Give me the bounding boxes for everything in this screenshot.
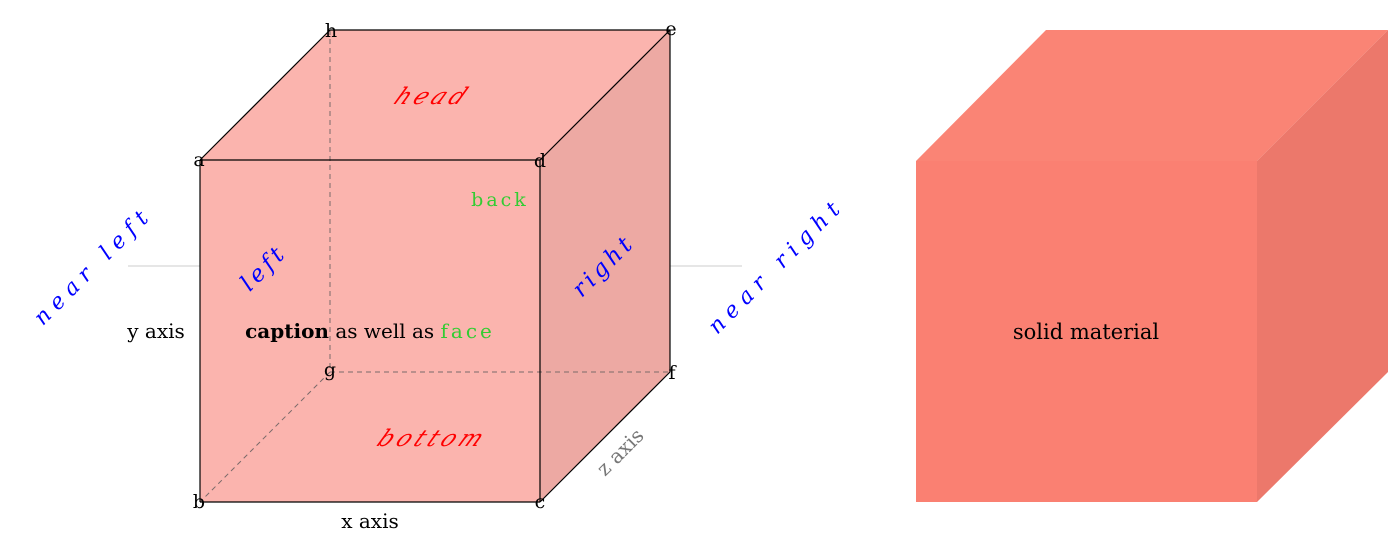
top-face	[200, 30, 670, 160]
hidden-edges	[199, 30, 670, 503]
vertex-label-d: d	[534, 150, 546, 172]
vertex-label-g: g	[324, 359, 336, 381]
caption-face-word: face	[441, 319, 495, 343]
vertex-label-e: e	[665, 18, 676, 40]
caption-middle: as well as	[335, 319, 434, 343]
edge-e-d	[539, 29, 671, 161]
face-label-back: back	[471, 189, 529, 211]
caption-bold-word: caption	[245, 319, 329, 343]
vertex-label-a: a	[193, 149, 204, 171]
solid-cube: solid material	[916, 30, 1388, 502]
wireframe-cube: a b c d e f g h head bottom left right b…	[29, 18, 850, 533]
vertex-label-h: h	[325, 20, 337, 42]
solid-material-label: solid material	[1013, 320, 1160, 344]
solid-side-face	[1257, 30, 1388, 502]
x-axis-label: x axis	[341, 509, 399, 533]
visible-edges	[199, 29, 671, 503]
face-label-bottom: bottom	[372, 424, 493, 451]
solid-top-face	[916, 30, 1388, 161]
caption-text: caption as well as face	[245, 319, 495, 343]
solid-front-face	[916, 161, 1257, 502]
edge-g-b	[199, 371, 331, 503]
edge-a-h	[199, 29, 331, 161]
y-axis-label: y axis	[126, 319, 185, 343]
vertex-labels: a b c d e f g h	[193, 18, 678, 513]
right-face	[540, 30, 670, 502]
vertex-label-c: c	[535, 491, 546, 513]
vertex-label-f: f	[668, 362, 677, 384]
face-label-head: head	[389, 82, 476, 109]
edge-f-c	[539, 371, 671, 503]
vertex-label-b: b	[193, 491, 205, 513]
